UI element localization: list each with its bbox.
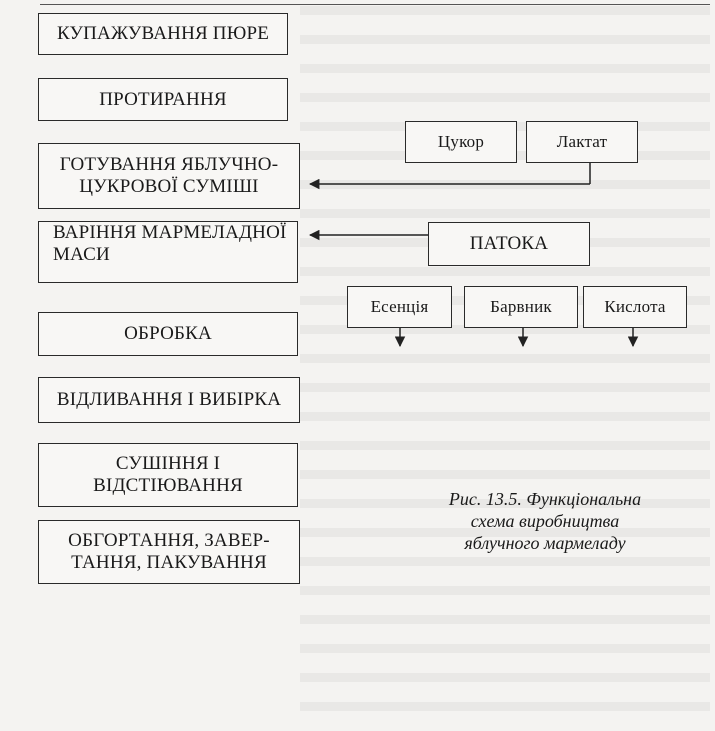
figure-caption: Рис. 13.5. Функціональна схема виробницт… [395,488,695,554]
input-sugar: Цукор [405,121,517,163]
input-lactate: Лактат [526,121,638,163]
step-packing-line-2: ТАННЯ, ПАКУВАННЯ [71,552,267,574]
step-mixture-preparation: ГОТУВАННЯ ЯБЛУЧНО- ЦУКРОВОЇ СУМІШІ [38,143,300,209]
input-molasses-label: ПАТОКА [470,233,548,255]
input-acid: Кислота [583,286,687,328]
input-dye: Барвник [464,286,578,328]
step-boiling-line-2: МАСИ [53,244,110,266]
step-boiling-marmalade: ВАРІННЯ МАРМЕЛАДНОЇ МАСИ [38,221,298,283]
input-essence: Есенція [347,286,452,328]
caption-line-1: Рис. 13.5. Функціональна [395,488,695,510]
step-drying-line-1: СУШІННЯ І [116,453,220,475]
step-rubbing-label: ПРОТИРАННЯ [99,89,227,111]
step-processing: ОБРОБКА [38,312,298,356]
input-dye-label: Барвник [490,296,552,318]
step-drying-settling: СУШІННЯ І ВІДСТІЮВАННЯ [38,443,298,507]
step-drying-line-2: ВІДСТІЮВАННЯ [93,475,243,497]
step-blending-puree: КУПАЖУВАННЯ ПЮРЕ [38,13,288,55]
step-casting-label: ВІДЛИВАННЯ І ВИБІРКА [57,389,281,411]
step-rubbing: ПРОТИРАННЯ [38,78,288,121]
input-molasses: ПАТОКА [428,222,590,266]
step-blending-puree-label: КУПАЖУВАННЯ ПЮРЕ [57,23,269,45]
step-wrapping-packing: ОБГОРТАННЯ, ЗАВЕР- ТАННЯ, ПАКУВАННЯ [38,520,300,584]
step-processing-label: ОБРОБКА [124,323,212,345]
input-essence-label: Есенція [371,296,429,318]
input-acid-label: Кислота [604,296,665,318]
step-mixture-line-2: ЦУКРОВОЇ СУМІШІ [79,176,258,198]
step-packing-line-1: ОБГОРТАННЯ, ЗАВЕР- [68,530,270,552]
step-mixture-line-1: ГОТУВАННЯ ЯБЛУЧНО- [60,154,279,176]
input-lactate-label: Лактат [557,131,607,153]
step-boiling-line-1: ВАРІННЯ МАРМЕЛАДНОЇ [53,222,287,244]
step-casting-selection: ВІДЛИВАННЯ І ВИБІРКА [38,377,300,423]
caption-line-2: схема виробництва [395,510,695,532]
caption-line-3: яблучного мармеладу [395,532,695,554]
input-sugar-label: Цукор [438,131,484,153]
